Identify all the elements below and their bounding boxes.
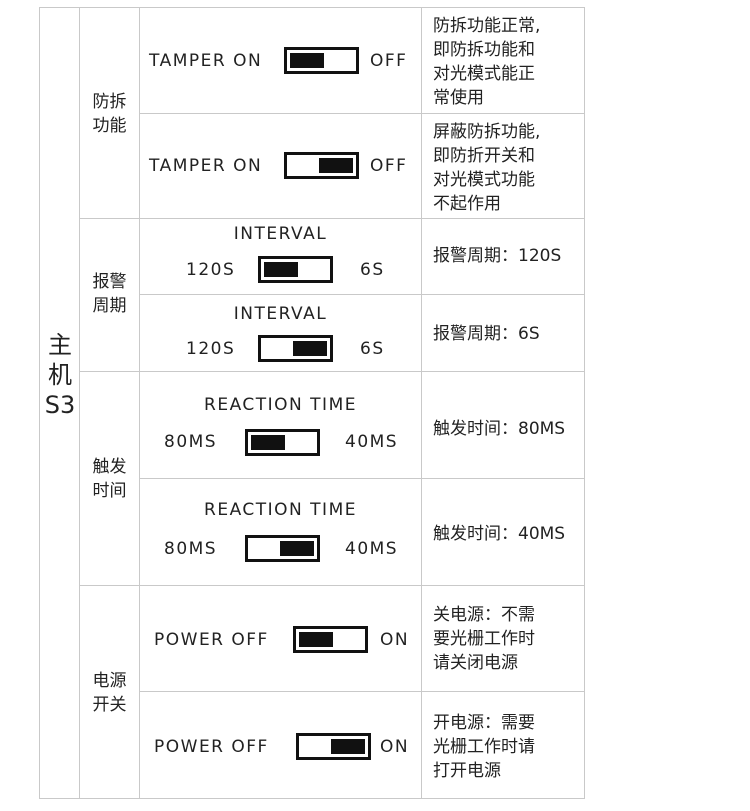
table-divider-description: [421, 7, 422, 799]
row-description: 开电源：需要 光栅工作时请 打开电源: [433, 711, 583, 783]
category-label-interval: 报警 周期: [80, 270, 139, 318]
switch-right-label: ON: [380, 630, 410, 650]
section-divider: [79, 585, 585, 586]
dip-switch[interactable]: [284, 152, 359, 179]
switch-knob: [280, 541, 314, 556]
main-label-line: 主: [48, 331, 72, 359]
table-border-bottom: [39, 798, 585, 799]
switch-knob: [264, 262, 298, 277]
switch-knob: [290, 53, 324, 68]
category-label-power: 电源 开关: [80, 669, 139, 717]
dip-switch[interactable]: [258, 256, 333, 283]
description-line: 触发时间：40MS: [433, 524, 566, 544]
switch-right-label: 40MS: [345, 432, 399, 452]
description-line: 不起作用: [433, 194, 501, 214]
description-line: 报警周期：6S: [433, 324, 540, 344]
switch-right-label: ON: [380, 737, 410, 757]
switch-right-label: 6S: [360, 260, 385, 280]
row-divider: [139, 691, 585, 692]
switch-knob: [293, 341, 327, 356]
switch-knob: [331, 739, 365, 754]
row-description: 报警周期：120S: [433, 244, 583, 268]
table-divider-main: [79, 7, 80, 799]
switch-title: INTERVAL: [233, 224, 328, 244]
row-divider: [139, 113, 585, 114]
category-line: 防拆: [92, 92, 127, 112]
category-line: 时间: [92, 481, 127, 501]
category-line: 报警: [92, 272, 127, 292]
category-line: 触发: [92, 457, 127, 477]
description-line: 即防折开关和: [433, 146, 535, 166]
switch-right-label: 6S: [360, 339, 385, 359]
main-label-line: S3: [44, 391, 76, 419]
description-line: 对光模式功能: [433, 170, 535, 190]
switch-knob: [299, 632, 333, 647]
description-line: 光栅工作时请: [433, 737, 535, 757]
switch-right-label: OFF: [370, 51, 408, 71]
table-border-right: [584, 7, 585, 799]
row-divider: [139, 294, 585, 295]
description-line: 请关闭电源: [433, 653, 518, 673]
description-line: 报警周期：120S: [433, 246, 562, 266]
dip-switch[interactable]: [284, 47, 359, 74]
row-description: 触发时间：80MS: [433, 417, 583, 441]
category-line: 电源: [92, 671, 127, 691]
switch-right-label: 40MS: [345, 539, 399, 559]
description-line: 屏蔽防拆功能,: [433, 122, 541, 142]
switch-left-label: POWER OFF: [154, 737, 269, 757]
dip-switch[interactable]: [258, 335, 333, 362]
switch-title: INTERVAL: [233, 304, 328, 324]
category-line: 周期: [92, 296, 127, 316]
row-description: 防拆功能正常, 即防拆功能和 对光模式能正 常使用: [433, 14, 583, 110]
section-divider: [79, 218, 585, 219]
category-label-reaction: 触发 时间: [80, 455, 139, 503]
switch-left-label: TAMPER ON: [149, 156, 263, 176]
main-unit-label: 主 机 S3: [40, 330, 80, 420]
dip-switch[interactable]: [296, 733, 371, 760]
table-border-left: [39, 7, 40, 799]
switch-title: REACTION TIME: [204, 395, 357, 415]
dip-switch[interactable]: [245, 429, 320, 456]
section-divider: [79, 371, 585, 372]
row-description: 报警周期：6S: [433, 322, 583, 346]
table-divider-category: [139, 7, 140, 799]
switch-left-label: 80MS: [164, 432, 218, 452]
description-line: 关电源：不需: [433, 605, 535, 625]
description-line: 打开电源: [433, 761, 501, 781]
switch-title: REACTION TIME: [204, 500, 357, 520]
switch-knob: [319, 158, 353, 173]
table-border-top: [39, 7, 585, 8]
dip-switch[interactable]: [245, 535, 320, 562]
description-line: 对光模式能正: [433, 64, 535, 84]
description-line: 防拆功能正常,: [433, 16, 541, 36]
switch-left-label: POWER OFF: [154, 630, 269, 650]
row-description: 屏蔽防拆功能, 即防折开关和 对光模式功能 不起作用: [433, 120, 583, 216]
description-line: 触发时间：80MS: [433, 419, 566, 439]
switch-left-label: 120S: [186, 339, 236, 359]
switch-right-label: OFF: [370, 156, 408, 176]
row-description: 关电源：不需 要光栅工作时 请关闭电源: [433, 603, 583, 675]
switch-left-label: 80MS: [164, 539, 218, 559]
switch-knob: [251, 435, 285, 450]
switch-left-label: TAMPER ON: [149, 51, 263, 71]
row-description: 触发时间：40MS: [433, 522, 583, 546]
description-line: 即防拆功能和: [433, 40, 535, 60]
switch-left-label: 120S: [186, 260, 236, 280]
category-line: 开关: [92, 695, 127, 715]
category-label-tamper: 防拆 功能: [80, 90, 139, 138]
description-line: 开电源：需要: [433, 713, 535, 733]
row-divider: [139, 478, 585, 479]
description-line: 要光栅工作时: [433, 629, 535, 649]
category-line: 功能: [92, 116, 127, 136]
main-label-line: 机: [48, 361, 72, 389]
description-line: 常使用: [433, 88, 484, 108]
dip-switch[interactable]: [293, 626, 368, 653]
